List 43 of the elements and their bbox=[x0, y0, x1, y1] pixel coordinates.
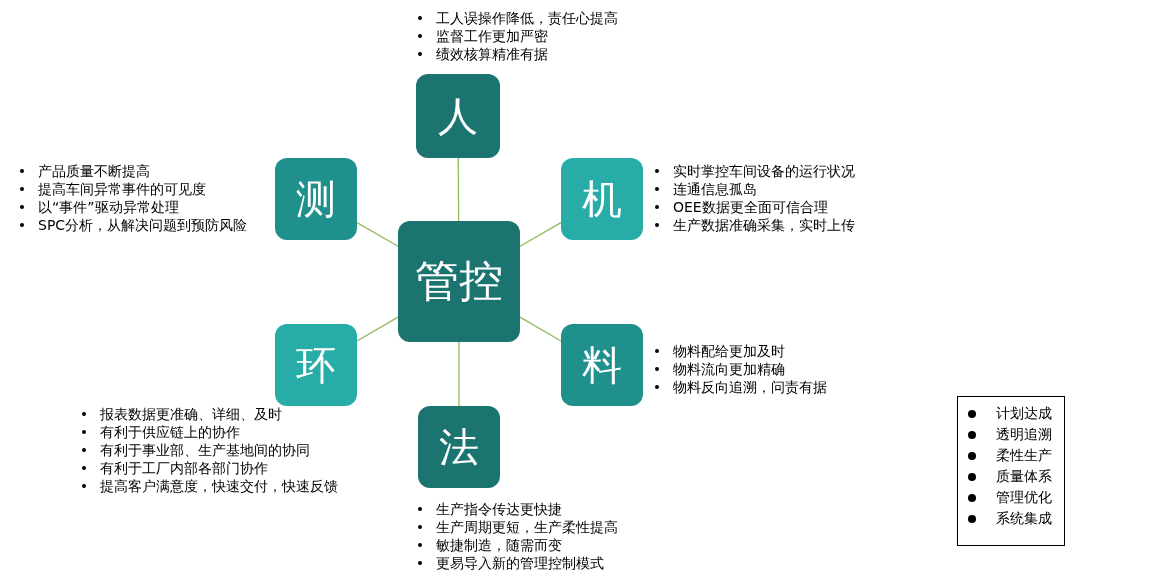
bullet-text: 敏捷制造，随需而变 bbox=[436, 536, 562, 554]
category-box: 机 bbox=[561, 158, 643, 240]
bullet-text: 有利于工厂内部各部门协作 bbox=[100, 459, 268, 477]
list-item: 透明追溯 bbox=[996, 425, 1052, 444]
bullet-text: 提高客户满意度，快速交付，快速反馈 bbox=[100, 477, 338, 495]
bullet-text: 更易导入新的管理控制模式 bbox=[436, 554, 604, 572]
bullet-text: 绩效核算精准有据 bbox=[436, 45, 548, 63]
bullet-text: 产品质量不断提高 bbox=[38, 162, 150, 180]
bullet-text: 监督工作更加严密 bbox=[436, 27, 548, 45]
bullet-text: 物料反向追溯，问责有据 bbox=[673, 378, 827, 396]
bullet-text: 提高车间异常事件的可见度 bbox=[38, 180, 206, 198]
bullet-text: 生产指令传达更快捷 bbox=[436, 500, 562, 518]
connector-line bbox=[519, 316, 562, 342]
center-box: 管控 bbox=[398, 221, 520, 342]
category-box: 人 bbox=[416, 74, 500, 158]
category-box: 料 bbox=[561, 324, 643, 406]
list-item: 系统集成 bbox=[996, 509, 1052, 528]
list-item: 管理优化 bbox=[996, 488, 1052, 507]
connector-line bbox=[356, 222, 399, 247]
connector-line bbox=[458, 341, 460, 407]
bullet-text: 物料配给更加及时 bbox=[673, 342, 785, 360]
connector-line bbox=[457, 157, 460, 222]
connector-line bbox=[519, 222, 562, 247]
category-box: 测 bbox=[275, 158, 357, 240]
bullet-text: 实时掌控车间设备的运行状况 bbox=[673, 162, 855, 180]
bullet-text: 工人误操作降低，责任心提高 bbox=[436, 9, 618, 27]
bullet-text: 以“事件”驱动异常处理 bbox=[38, 198, 179, 216]
bullet-text: 连通信息孤岛 bbox=[673, 180, 757, 198]
bullet-text: 物料流向更加精确 bbox=[673, 360, 785, 378]
category-box: 环 bbox=[275, 324, 357, 406]
list-item: 质量体系 bbox=[996, 467, 1052, 486]
bullet-text: 生产数据准确采集，实时上传 bbox=[673, 216, 855, 234]
bullet-text: 报表数据更准确、详细、及时 bbox=[100, 405, 282, 423]
connector-line bbox=[356, 316, 399, 342]
bullet-text: 有利于供应链上的协作 bbox=[100, 423, 240, 441]
category-box: 法 bbox=[418, 406, 500, 488]
bullet-text: 有利于事业部、生产基地间的协同 bbox=[100, 441, 310, 459]
bullet-text: SPC分析，从解决问题到预防风险 bbox=[38, 216, 248, 234]
list-item: 柔性生产 bbox=[996, 446, 1052, 465]
bullet-text: OEE数据更全面可信合理 bbox=[673, 198, 828, 216]
bullet-text: 生产周期更短，生产柔性提高 bbox=[436, 518, 618, 536]
list-panel bbox=[957, 396, 1065, 546]
list-item: 计划达成 bbox=[996, 404, 1052, 423]
